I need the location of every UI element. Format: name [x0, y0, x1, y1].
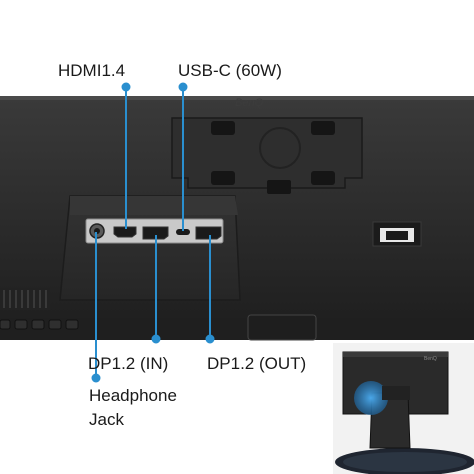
brand-logo-emboss: BenQ — [235, 97, 264, 109]
hdmi-leader-dot — [121, 82, 131, 92]
dp-in-label: DP1.2 (IN) — [88, 354, 169, 373]
inset-thumbnail: BenQ — [333, 343, 474, 474]
hdmi-label: HDMI1.4 — [58, 61, 126, 80]
port-panel — [85, 218, 224, 244]
usbc-leader-dot — [178, 82, 188, 92]
stand-clip — [247, 314, 317, 341]
dp-out-leader-dot — [205, 334, 215, 344]
headphone-label-line1: Headphone — [89, 386, 177, 405]
dp-in-leader-dot — [151, 334, 161, 344]
headphone-label-line2: Jack — [89, 410, 124, 429]
dp-out-label: DP1.2 (OUT) — [207, 354, 307, 373]
vesa-mount-plate — [171, 117, 363, 194]
port-recess — [59, 195, 241, 301]
dp-out-port — [195, 226, 222, 240]
inset-highlight-circle — [354, 381, 388, 415]
usbc-port — [176, 229, 190, 235]
power-connector — [372, 221, 422, 247]
headphone-leader-dot — [91, 373, 101, 383]
dp-in-port — [142, 226, 169, 240]
control-buttons — [0, 319, 79, 330]
hdmi-port — [113, 226, 137, 238]
usbc-label: USB-C (60W) — [178, 61, 282, 80]
inset-logo: BenQ — [424, 356, 437, 362]
callout-lines — [91, 82, 215, 383]
vent-grille — [0, 288, 50, 310]
